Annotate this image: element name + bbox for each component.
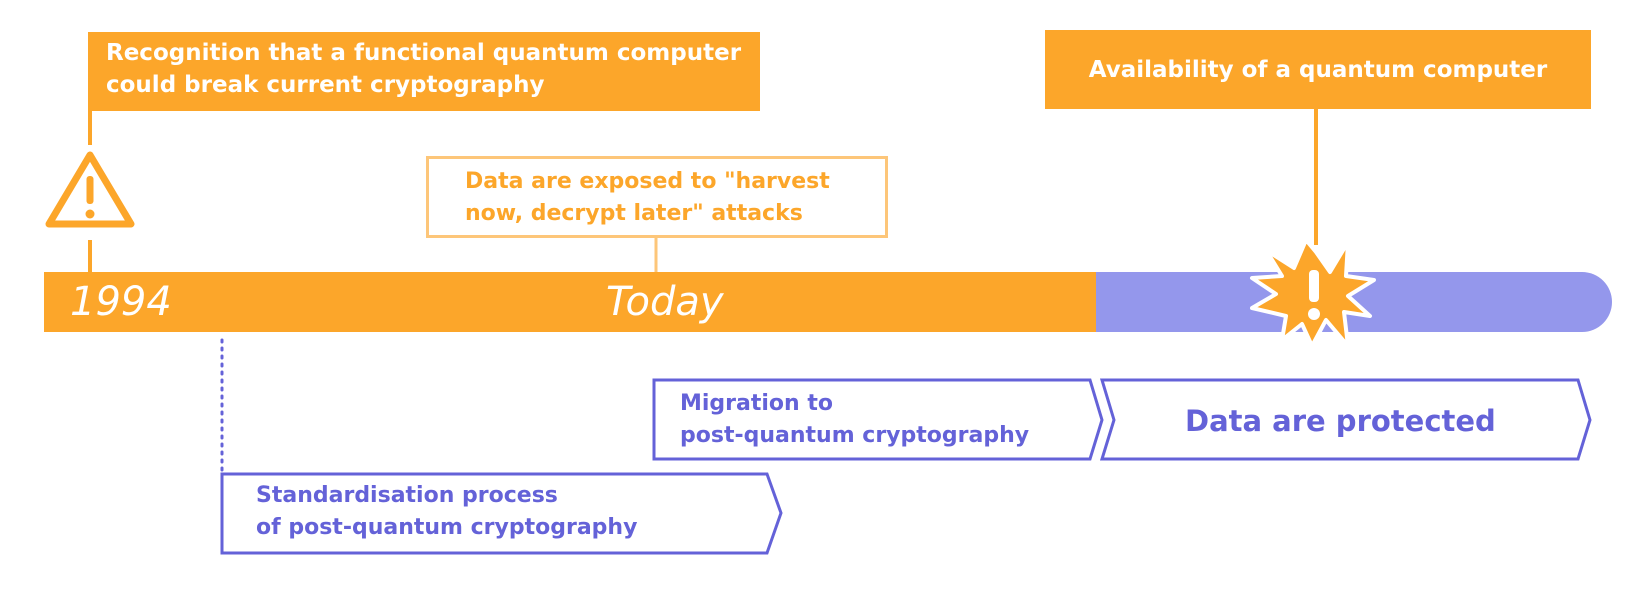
warning-triangle-icon — [45, 151, 135, 228]
availability-callout: Availability of a quantum computer — [1045, 30, 1591, 109]
standardisation-line-2: of post-quantum cryptography — [256, 515, 638, 540]
standardisation-arrow — [220, 472, 783, 555]
recognition-line-1: Recognition that a functional quantum co… — [106, 40, 742, 66]
harvest-callout: Data are exposed to "harvest now, decryp… — [426, 156, 888, 238]
recognition-callout: Recognition that a functional quantum co… — [88, 32, 760, 111]
migration-arrow — [652, 378, 1104, 461]
availability-text: Availability of a quantum computer — [1088, 56, 1548, 83]
protected-label: Data are protected — [1185, 404, 1496, 438]
standardisation-label: Standardisation process of post-quantum … — [256, 480, 637, 544]
harvest-line-1: Data are exposed to "harvest — [465, 169, 830, 194]
timeline-bar-past — [44, 272, 1096, 332]
migration-line-2: post-quantum cryptography — [680, 423, 1030, 448]
year-label: 1994 — [70, 279, 172, 325]
today-label: Today — [606, 279, 724, 325]
standardisation-line-1: Standardisation process — [256, 483, 558, 508]
protected-arrow — [1099, 378, 1592, 461]
migration-label: Migration to post-quantum cryptography — [680, 388, 1029, 452]
harvest-line-2: now, decrypt later" attacks — [465, 201, 803, 226]
migration-line-1: Migration to — [680, 391, 834, 416]
recognition-line-2: could break current cryptography — [106, 72, 545, 98]
explosion-warning-icon — [1250, 238, 1376, 348]
